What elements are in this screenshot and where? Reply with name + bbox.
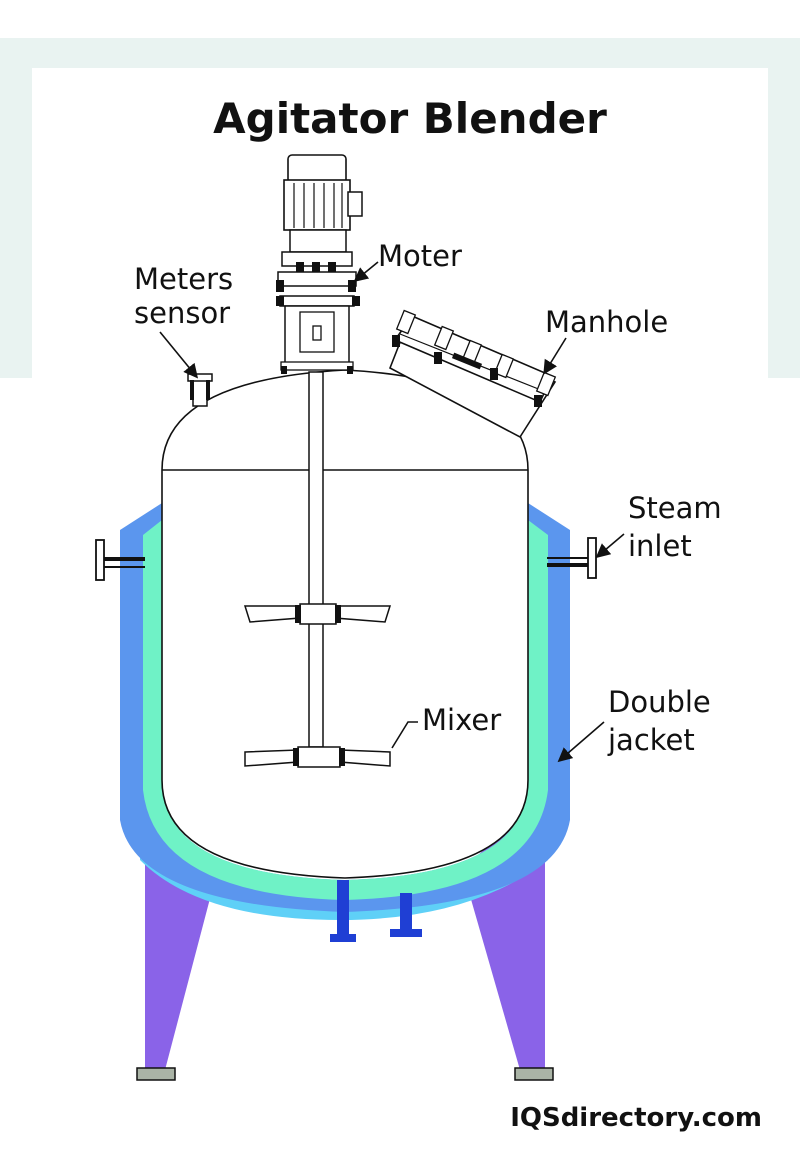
double-jacket-arrow — [557, 721, 605, 763]
lower-paddle — [244, 746, 391, 768]
motor-label: Moter — [378, 239, 462, 273]
brand-watermark: IQSdirectory.com — [510, 1103, 762, 1133]
manhole-label: Manhole — [545, 305, 668, 339]
steam-inlet-label-line1: Steam — [628, 491, 722, 525]
meters-sensor-label-line2: sensor — [134, 296, 230, 330]
right-foot — [514, 1067, 554, 1081]
bottom-outlets — [330, 880, 422, 942]
manhole — [388, 309, 557, 439]
vessel-body — [161, 369, 529, 879]
upper-paddle — [243, 603, 392, 625]
motor-arrow — [353, 261, 379, 283]
meters-sensor-label-line1: Meters — [134, 262, 233, 296]
mixer-arrow — [391, 721, 418, 749]
double-jacket-label-line2: jacket — [607, 723, 695, 757]
manhole-arrow — [543, 337, 567, 375]
left-side-pipe — [95, 539, 145, 581]
steam-inlet-arrow — [595, 533, 625, 559]
motor-assembly — [276, 154, 363, 374]
agitator-shaft — [308, 371, 324, 748]
steam-inlet-label-line2: inlet — [628, 529, 692, 563]
diagram-title: Agitator Blender — [213, 94, 607, 143]
meters-sensor-arrow — [159, 331, 199, 379]
mixer-label: Mixer — [422, 703, 501, 737]
leader-arrows — [159, 261, 625, 763]
double-jacket-label-line1: Double — [608, 685, 711, 719]
outer-jacket — [120, 503, 570, 912]
meters-sensor-nozzle — [187, 373, 213, 407]
left-foot — [136, 1067, 176, 1081]
